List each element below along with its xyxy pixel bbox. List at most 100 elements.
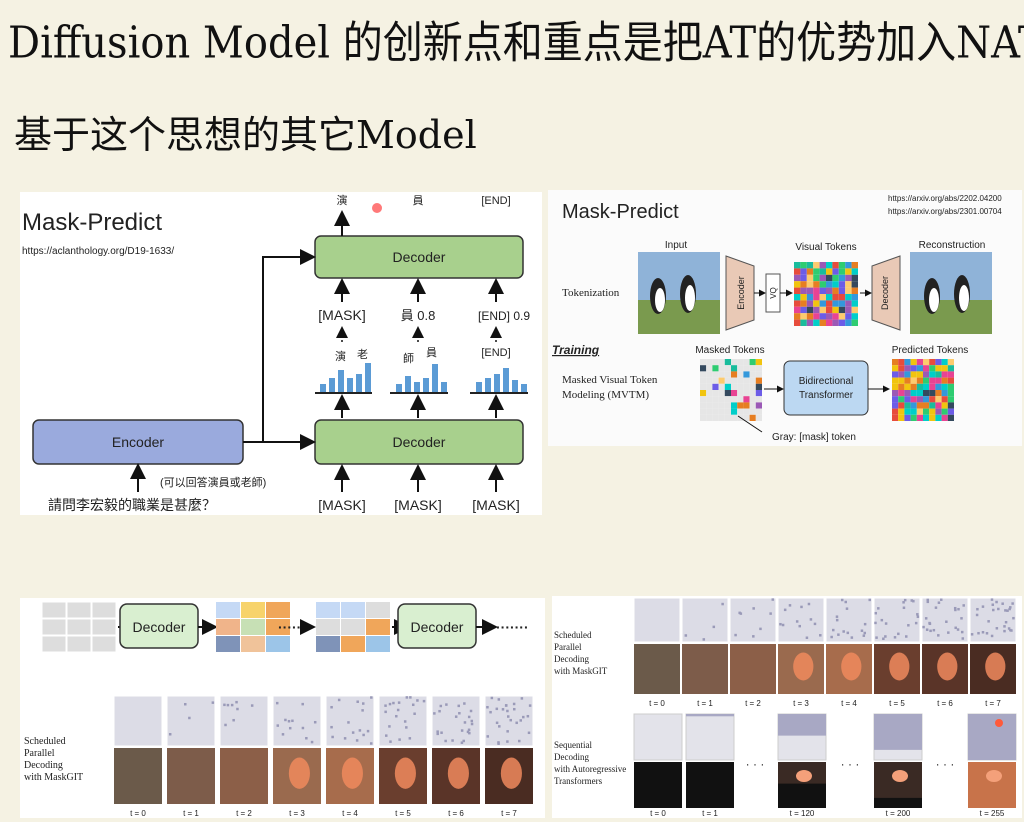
decoder-trapezoid xyxy=(871,255,901,331)
p3-label-3: Decoding xyxy=(24,760,63,771)
step-label: t = 7 xyxy=(985,699,1001,708)
iterative-decoding-panel: Decoder ······· Decoder ······· Schedule… xyxy=(20,598,545,818)
decoder-2-label: Decoder xyxy=(411,619,464,635)
generated-image xyxy=(682,644,728,694)
partial-token-grid xyxy=(216,602,290,652)
mask-tile xyxy=(681,597,729,643)
ar-step-label: t = 200 xyxy=(886,809,911,818)
mask-tile xyxy=(166,695,216,747)
encoder-label-2: Encoder xyxy=(736,276,746,310)
mvtm-line-1: Masked Visual Token xyxy=(562,374,658,386)
input-mask-1: [MASK] xyxy=(318,497,365,513)
predicted-tokens-grid xyxy=(892,359,954,421)
step-label: t = 7 xyxy=(501,809,517,818)
mask-tile xyxy=(378,695,428,747)
step-label: t = 2 xyxy=(236,809,252,818)
gray-note: Gray: [mask] token xyxy=(772,432,856,443)
maskgit-overview-svg: Mask-Predict https://arxiv.org/abs/2202.… xyxy=(552,194,1002,443)
generated-image xyxy=(730,644,776,694)
mask-tile xyxy=(921,597,969,643)
mvtm-line-2: Modeling (MVTM) xyxy=(562,389,649,401)
step-label: t = 3 xyxy=(793,699,809,708)
input-mask-2: [MASK] xyxy=(394,497,441,513)
cand-1b: 老 xyxy=(357,348,368,361)
mask-tile xyxy=(219,695,269,747)
input-label: Input xyxy=(665,240,687,251)
mask-tile xyxy=(825,597,873,643)
mask-tile xyxy=(272,695,322,747)
step-label: t = 1 xyxy=(697,699,713,708)
ar-step-label: t = 1 xyxy=(702,809,718,818)
training-label: Training xyxy=(552,343,600,357)
answer-hint: (可以回答演員或老師) xyxy=(160,475,266,489)
p4-top-label-3: Decoding xyxy=(554,654,589,664)
panel1-title: Mask-Predict xyxy=(22,209,162,236)
empty-token-grid xyxy=(41,601,117,653)
step-label: t = 5 xyxy=(889,699,905,708)
cand-1a: 演 xyxy=(335,349,346,363)
panel2-url-1: https://arxiv.org/abs/2202.04200 xyxy=(888,194,1002,203)
mask-tile xyxy=(777,597,825,643)
mask-tile xyxy=(633,597,681,643)
ar-mask-tile xyxy=(685,713,735,761)
input-image xyxy=(638,252,720,334)
p4-bottom-label-2: Decoding xyxy=(554,752,589,762)
mask-tile xyxy=(873,597,921,643)
ellipsis-2: · · · xyxy=(841,757,860,771)
vq-label: VQ xyxy=(769,287,778,299)
masked-tokens-grid xyxy=(700,359,762,421)
ar-step-label: t = 120 xyxy=(790,809,815,818)
generated-image xyxy=(167,748,215,804)
step-label: t = 1 xyxy=(183,809,199,818)
question-text: 請問李宏毅的職業是甚麼？ xyxy=(48,497,216,513)
decoder-label-2: Decoder xyxy=(880,276,890,310)
p3-label-2: Parallel xyxy=(24,748,55,759)
gray-note-line xyxy=(737,415,763,433)
reconstruction-image xyxy=(910,252,992,334)
step-label: t = 6 xyxy=(937,699,953,708)
mask-tile xyxy=(113,695,163,747)
decoder-1-label: Decoder xyxy=(133,619,186,635)
mid-token-3: [END] 0.9 xyxy=(478,309,530,323)
step-label: t = 0 xyxy=(130,809,146,818)
mid-token-2: 員 0.8 xyxy=(401,308,436,323)
mask-tile xyxy=(729,597,777,643)
mid-token-1: [MASK] xyxy=(318,307,365,323)
step-label: t = 4 xyxy=(841,699,857,708)
column-1: [MASK] 演 老 [MASK] xyxy=(315,278,372,513)
step-label: t = 2 xyxy=(745,699,761,708)
generated-image xyxy=(114,748,162,804)
reconstruction-label: Reconstruction xyxy=(919,240,986,251)
handwritten-subtitle: 基于这个思想的其它Model xyxy=(14,113,477,157)
step-label: t = 3 xyxy=(289,809,305,818)
encoder-trapezoid xyxy=(725,255,755,331)
encoder-label: Encoder xyxy=(112,434,164,450)
decoder-top-label: Decoder xyxy=(393,249,446,265)
generated-image xyxy=(220,748,268,804)
p4-bottom-label-1: Sequential xyxy=(554,740,592,750)
column-3: [END] 0.9 [END] [MASK] xyxy=(470,278,530,513)
p4-bottom-label-3: with Autoregressive xyxy=(554,764,626,774)
p4-top-label-1: Scheduled xyxy=(554,630,592,640)
step-label: t = 5 xyxy=(395,809,411,818)
bidir-line-1: Bidirectional xyxy=(799,376,853,387)
ar-image xyxy=(686,762,734,808)
mid-under-3: [END] xyxy=(481,347,510,359)
bidir-line-2: Transformer xyxy=(799,390,854,401)
ar-strip-bottom: t = 0 t = 1 t = 120 t = 200 t = 255 xyxy=(633,713,1017,818)
ellipsis-3: · · · xyxy=(936,757,955,771)
p3-label-1: Scheduled xyxy=(24,736,66,747)
cand-2b: 員 xyxy=(426,346,437,359)
ar-step-label: t = 0 xyxy=(650,809,666,818)
cand-2a: 師 xyxy=(403,352,414,365)
maskgit-overview: Mask-Predict https://arxiv.org/abs/2202.… xyxy=(548,190,1022,446)
ar-image xyxy=(634,762,682,808)
maskgit-vs-ar-panel: Scheduled Parallel Decoding with MaskGIT… xyxy=(552,596,1022,818)
ar-step-label: t = 255 xyxy=(980,809,1005,818)
decoder-bottom-label: Decoder xyxy=(393,434,446,450)
panel1-url: https://aclanthology.org/D19-1633/ xyxy=(22,246,174,257)
input-mask-3: [MASK] xyxy=(472,497,519,513)
mask-predict-diagram: Mask-Predict https://aclanthology.org/D1… xyxy=(20,192,542,515)
handwritten-title: Diffusion Model 的创新点和重点是把AT的优势加入NAT xyxy=(8,18,1024,69)
